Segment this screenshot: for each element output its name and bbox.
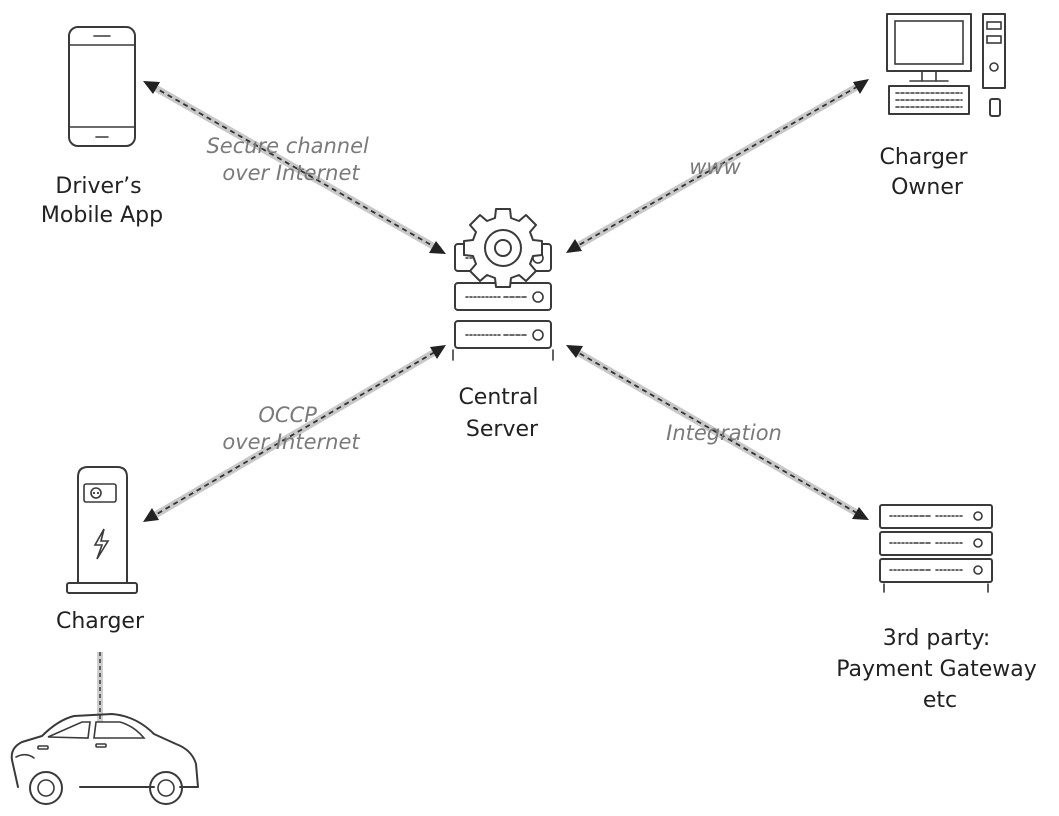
central-server-node: Central Server — [452, 208, 554, 442]
ev-charger-icon — [66, 466, 138, 594]
edge-label-owner-server: www — [689, 155, 741, 179]
edge-mobile-server — [143, 81, 446, 254]
edge-owner-server — [566, 79, 869, 253]
desktop-computer-icon — [886, 13, 1006, 117]
lightning-icon — [93, 528, 110, 560]
arrowhead-to-charger — [143, 508, 159, 522]
server-rack-icon — [879, 504, 993, 593]
arrowhead-to-server — [566, 345, 583, 358]
mobile-app-node: Driver’s Mobile App — [41, 26, 163, 228]
arrowhead-to-thirdparty — [852, 507, 869, 520]
arrowhead-to-mobile — [143, 81, 160, 94]
car-icon — [10, 713, 199, 805]
mobile-app-label: Driver’s Mobile App — [41, 174, 163, 228]
edge-label-charger-server: OCCP over Internet — [222, 403, 360, 454]
edge-label-mobile-server: Secure channel over Internet — [206, 134, 375, 185]
edge-thirdparty-server — [566, 345, 869, 520]
edge-label-thirdparty-server: Integration — [666, 421, 782, 445]
smartphone-icon — [68, 26, 136, 147]
charger-node: Charger — [56, 466, 145, 634]
central-server-label: Central Server — [458, 385, 545, 442]
arrowhead-to-server — [566, 239, 582, 253]
charger-label: Charger — [56, 609, 145, 634]
arrowhead-to-owner — [853, 79, 869, 94]
charger-owner-node: Charger Owner — [880, 13, 1006, 200]
arrowhead-to-server — [430, 345, 446, 359]
edge-charger-server — [143, 345, 446, 522]
third-party-node: 3rd party: Payment Gateway etc — [836, 504, 1044, 713]
arrowhead-to-server — [429, 241, 446, 254]
charger-owner-label: Charger Owner — [880, 145, 975, 200]
server-with-gear-icon — [452, 208, 554, 361]
gear-icon — [463, 208, 543, 288]
third-party-label: 3rd party: Payment Gateway etc — [836, 626, 1044, 713]
